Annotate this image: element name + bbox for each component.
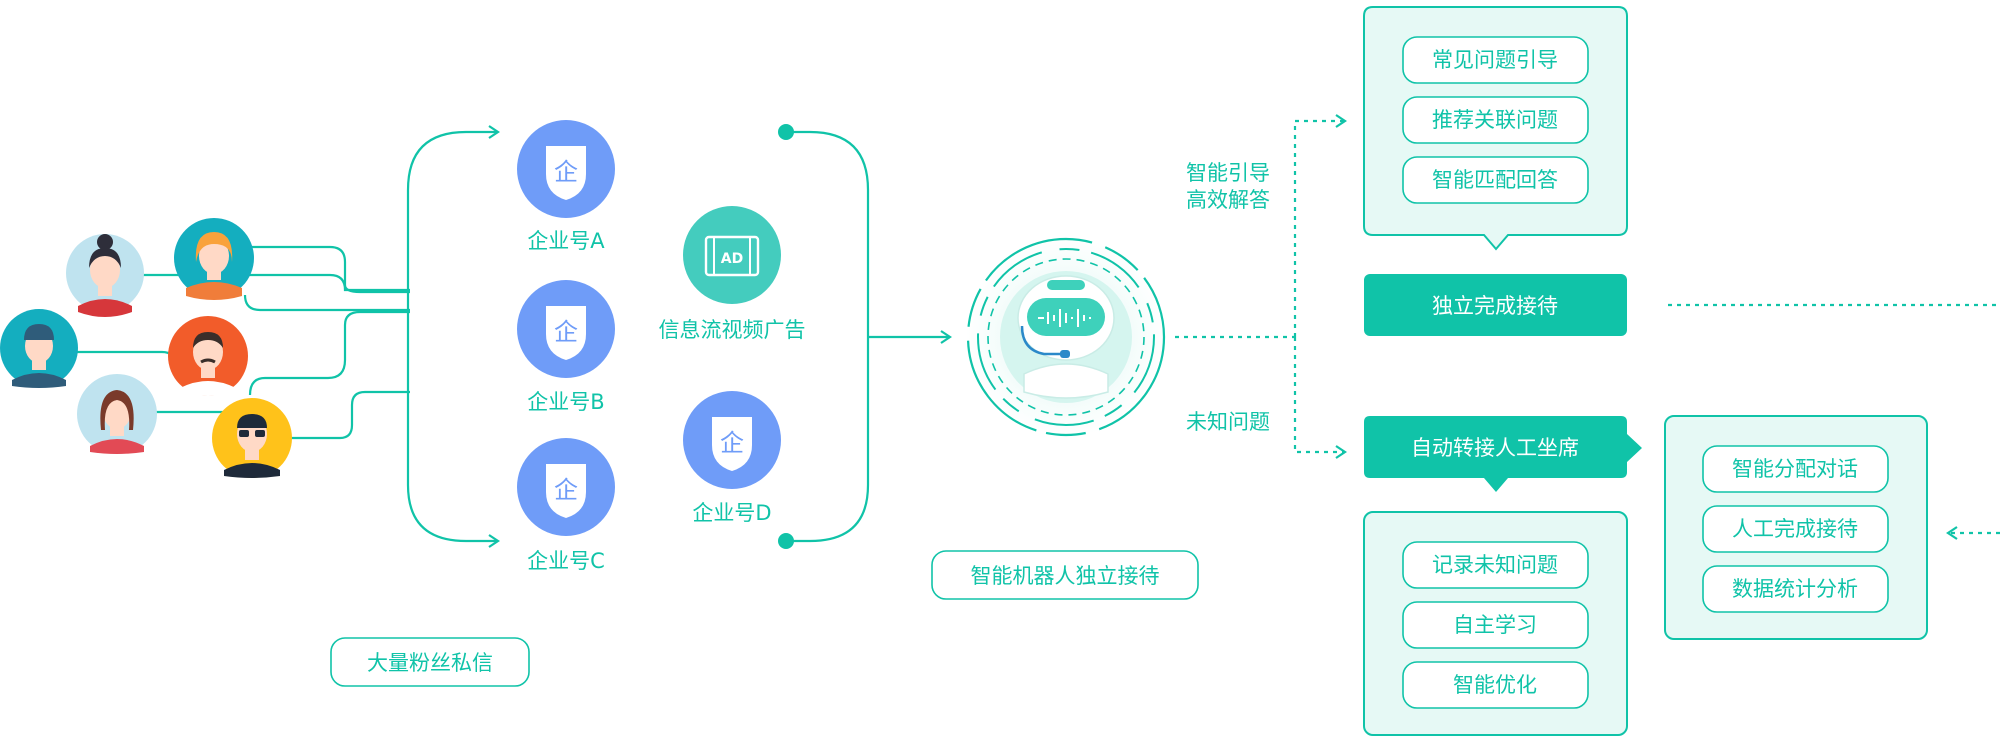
robot-antenna-bar <box>1047 280 1085 290</box>
branch-connectors <box>1175 114 2000 540</box>
account-b: 企 企业号B <box>517 280 615 414</box>
robot-label-box <box>931 550 1199 600</box>
avatar-man-cap <box>0 309 78 388</box>
branch-upper-line1: 智能引导 <box>1186 161 1270 185</box>
headset-icon <box>1020 325 1062 356</box>
learn-item-box <box>1402 661 1589 709</box>
robot-ring-inner <box>987 258 1145 416</box>
ad-circle <box>683 206 781 304</box>
learn-item: 记录未知问题 <box>1432 553 1558 577</box>
independent-box <box>1364 274 1627 336</box>
voice-wave-icon <box>1038 309 1091 327</box>
robot-body <box>1023 363 1109 399</box>
human-item: 智能分配对话 <box>1732 457 1858 481</box>
account-a-label: 企业号A <box>527 229 605 253</box>
account-d-label: 企业号D <box>692 501 771 525</box>
human-box: 智能分配对话 人工完成接待 数据统计分析 <box>1664 415 1928 640</box>
account-bracket <box>786 130 952 543</box>
robot-ring-outer <box>966 237 1166 437</box>
human-item: 数据统计分析 <box>1732 577 1858 601</box>
enterprise-icon: 企 <box>720 429 744 457</box>
robot <box>966 237 1166 437</box>
human-item: 人工完成接待 <box>1732 517 1858 541</box>
robot-label: 智能机器人独立接待 <box>971 564 1160 588</box>
enterprise-icon: 企 <box>554 318 578 346</box>
shield-icon <box>546 146 586 200</box>
avatar-woman-brown <box>77 374 157 454</box>
human-item-box <box>1702 505 1889 553</box>
account-c-label: 企业号C <box>527 549 605 573</box>
ad-icon-text: AD <box>721 251 743 267</box>
guide-item-box <box>1402 156 1589 204</box>
fan-bracket <box>406 125 500 548</box>
avatar-man-sunglasses <box>212 398 292 478</box>
guide-item-box <box>1402 36 1589 84</box>
ad-label: 信息流视频广告 <box>659 318 806 342</box>
account-d: 企 企业号D <box>683 391 781 525</box>
human-item-box <box>1702 565 1889 613</box>
guide-box: 常见问题引导 推荐关联问题 智能匹配回答 <box>1363 6 1628 251</box>
independent-label: 独立完成接待 <box>1432 294 1558 318</box>
fans-label-box <box>330 637 530 687</box>
avatar-woman-blonde <box>174 218 254 300</box>
video-ad: AD 信息流视频广告 <box>659 206 806 342</box>
avatar-woman-bun <box>66 234 144 317</box>
fans-label: 大量粉丝私信 <box>367 651 493 675</box>
account-a: 企 企业号A <box>517 120 615 253</box>
account-b-label: 企业号B <box>527 390 604 414</box>
guide-item-box <box>1402 96 1589 144</box>
transfer-label: 自动转接人工坐席 <box>1411 436 1579 460</box>
account-c: 企 企业号C <box>517 438 615 573</box>
avatar-man-mustache <box>168 316 248 396</box>
human-item-box <box>1702 445 1889 493</box>
shield-icon <box>546 306 586 360</box>
enterprise-icon: 企 <box>554 158 578 186</box>
shield-icon <box>712 417 752 471</box>
guide-item: 推荐关联问题 <box>1432 108 1558 132</box>
shield-icon <box>546 464 586 518</box>
learn-item-box <box>1402 541 1589 589</box>
bracket-dot-bottom <box>778 533 794 549</box>
guide-item: 智能匹配回答 <box>1432 168 1558 192</box>
learn-item: 智能优化 <box>1453 673 1537 697</box>
learn-item: 自主学习 <box>1453 613 1537 637</box>
enterprise-icon: 企 <box>554 476 578 504</box>
learn-box: 记录未知问题 自主学习 智能优化 <box>1363 511 1628 736</box>
robot-ring-mid <box>977 248 1155 426</box>
guide-item: 常见问题引导 <box>1432 48 1558 72</box>
fan-connectors <box>75 245 410 440</box>
film-icon <box>704 235 760 277</box>
transfer-box <box>1364 416 1642 492</box>
learn-item-box <box>1402 601 1589 649</box>
bracket-dot-top <box>778 124 794 140</box>
branch-upper-line2: 高效解答 <box>1186 188 1270 212</box>
branch-lower-label: 未知问题 <box>1186 410 1270 434</box>
